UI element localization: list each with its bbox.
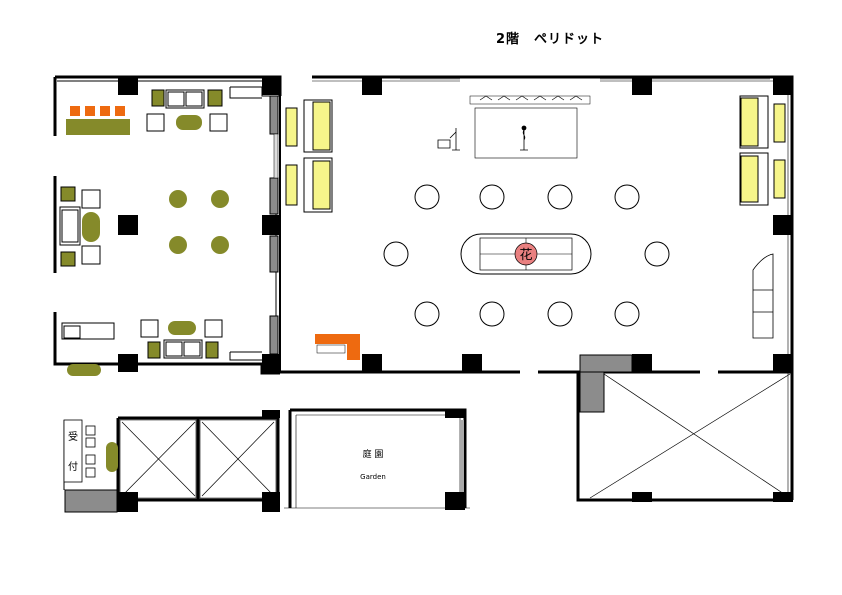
reception-label-1: 受 <box>68 431 78 443</box>
bar-counter <box>66 106 130 135</box>
elevator-shafts <box>121 421 275 497</box>
sofa-set-top <box>146 89 228 132</box>
yellow-sofas-left <box>285 99 333 213</box>
microphone-stand-icon <box>520 125 528 151</box>
partitions <box>64 95 605 513</box>
center-buffet-table <box>460 233 592 275</box>
reception-label-2: 付 <box>68 460 78 473</box>
curved-sofa-right <box>752 253 774 339</box>
round-tables-left <box>169 190 229 254</box>
flower-label: 花 <box>519 247 532 263</box>
void-right-room <box>589 373 791 499</box>
flower-icon <box>514 242 538 266</box>
stage <box>469 95 591 159</box>
yellow-sofas-right <box>739 95 786 206</box>
garden-edge <box>460 420 464 492</box>
garden-label-en: Garden <box>360 473 386 481</box>
reception-desk <box>63 419 118 483</box>
garden-label-jp: 庭 園 <box>363 448 384 460</box>
sofa-set-middle <box>59 186 101 267</box>
inner-lines <box>57 80 790 509</box>
pillars <box>118 77 793 512</box>
floor-title: 2階 ペリドット <box>495 32 605 47</box>
walls <box>53 75 794 512</box>
podium-icon <box>437 128 460 151</box>
planter-left <box>67 364 101 376</box>
orange-counter <box>315 334 360 360</box>
round-tables-main <box>383 184 670 327</box>
sofa-set-bottom <box>61 319 223 359</box>
